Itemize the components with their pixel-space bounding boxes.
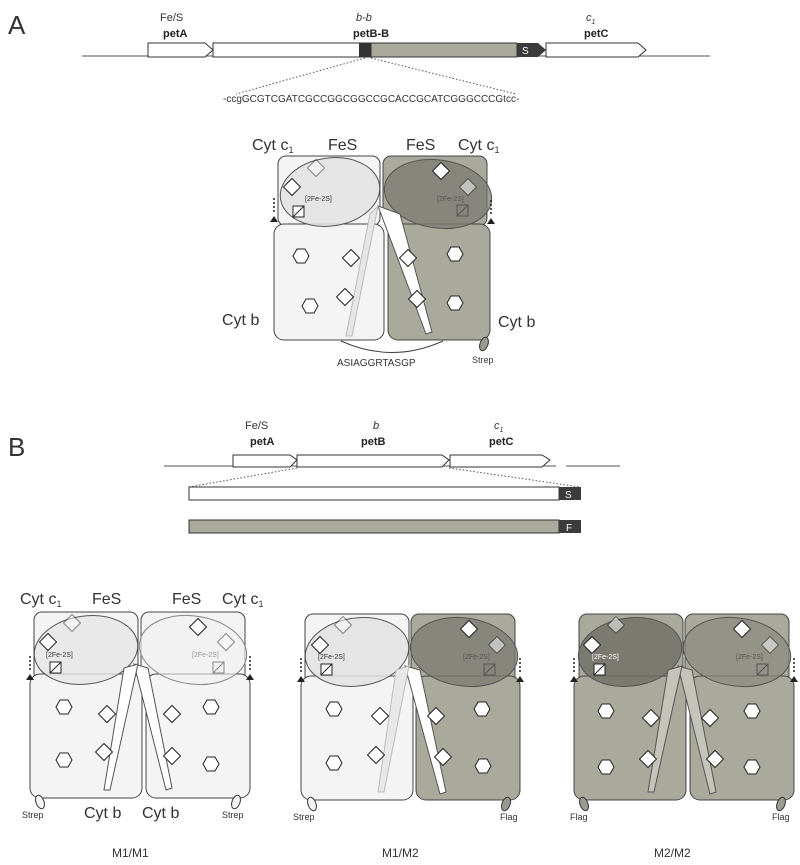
label-a-strep: Strep bbox=[472, 355, 494, 365]
label-b-fes-right: FeS bbox=[172, 591, 201, 608]
gene-petA-b bbox=[232, 454, 298, 468]
variant-label-1: M1/M1 bbox=[112, 846, 149, 860]
construct-f bbox=[188, 519, 560, 534]
svg-text:[2Fe-2S]: [2Fe-2S] bbox=[46, 652, 73, 659]
gene-petB-b bbox=[296, 454, 450, 468]
label-a-cyt-c1-left: Cyt c1 bbox=[252, 137, 293, 155]
label-b-cyt-c1-right: Cyt c1 bbox=[222, 591, 263, 609]
zoom-line-right bbox=[370, 57, 517, 95]
tag-s-a-label: S bbox=[522, 46, 529, 57]
label-b-cyt-c1-left: Cyt c1 bbox=[20, 591, 61, 609]
gene-petC-a bbox=[545, 42, 647, 58]
svg-text:[2Fe-2S]: [2Fe-2S] bbox=[318, 654, 345, 661]
gene-petA-a bbox=[147, 42, 214, 58]
gene-petB-B-part1 bbox=[212, 42, 372, 58]
label-b-cyt-b-right: Cyt b bbox=[142, 805, 179, 822]
dimer-m1-m1: [2Fe-2S] [2Fe-2S] bbox=[26, 611, 254, 810]
gene-petB-B-part2 bbox=[370, 42, 518, 58]
gene-petA-b-name: petA bbox=[250, 436, 275, 448]
svg-text:[2Fe-2S]: [2Fe-2S] bbox=[592, 654, 619, 661]
label-b-strep-1: Strep bbox=[22, 810, 44, 820]
gene-petA-a-super: Fe/S bbox=[160, 12, 183, 24]
construct-s bbox=[188, 486, 560, 501]
label-a-cyt-b-left: Cyt b bbox=[222, 312, 259, 329]
gene-petC-a-name: petC bbox=[584, 28, 609, 40]
label-b-flag-1: Flag bbox=[500, 812, 518, 822]
gene-petB-B-name: petB-B bbox=[353, 28, 389, 40]
panel-b-label: B bbox=[8, 432, 25, 462]
label-b-strep-3: Strep bbox=[293, 812, 315, 822]
construct-f-tag: F bbox=[566, 523, 572, 534]
variant-label-3: M2/M2 bbox=[654, 846, 691, 860]
panel-a-label: A bbox=[8, 10, 26, 40]
gene-petB-B-super: b-b bbox=[356, 12, 372, 24]
label-b-cyt-b-left: Cyt b bbox=[84, 805, 121, 822]
label-a-cyt-c1-right: Cyt c1 bbox=[458, 137, 499, 155]
label-a-fes-left: FeS bbox=[328, 137, 357, 154]
gene-petC-a-super: c1 bbox=[586, 12, 596, 26]
zoom-line-left bbox=[235, 57, 366, 95]
linker-sequence: -ccgGCGTCGATCGCCGGCGGCCGCACCGCATCGGGCCCG… bbox=[223, 94, 519, 105]
label-b-flag-2: Flag bbox=[570, 812, 588, 822]
svg-text:[2Fe-2S]: [2Fe-2S] bbox=[736, 654, 763, 661]
gene-petB-b-super: b bbox=[373, 420, 379, 432]
protein-diagram-a: [2Fe-2S] [2Fe-2S] bbox=[270, 155, 495, 353]
svg-text:[2Fe-2S]: [2Fe-2S] bbox=[305, 196, 332, 203]
svg-text:[2Fe-2S]: [2Fe-2S] bbox=[437, 196, 464, 203]
label-b-fes-left: FeS bbox=[92, 591, 121, 608]
gene-petA-b-super: Fe/S bbox=[245, 420, 268, 432]
gene-petB-B-junction bbox=[359, 43, 371, 57]
label-a-cyt-b-right: Cyt b bbox=[498, 314, 535, 331]
gene-petC-b-super: c1 bbox=[494, 420, 504, 434]
dimer-m2-m2: [2Fe-2S] [2Fe-2S] bbox=[570, 613, 798, 812]
tag-s-a bbox=[517, 43, 546, 57]
label-a-fes-right: FeS bbox=[406, 137, 435, 154]
gene-petC-b-name: petC bbox=[489, 436, 514, 448]
variant-label-2: M1/M2 bbox=[382, 846, 419, 860]
gene-petC-b bbox=[449, 454, 551, 468]
svg-text:[2Fe-2S]: [2Fe-2S] bbox=[192, 652, 219, 659]
construct-s-tag: S bbox=[565, 490, 572, 501]
label-b-flag-3: Flag bbox=[772, 812, 790, 822]
gene-petB-b-name: petB bbox=[361, 436, 386, 448]
label-b-strep-2: Strep bbox=[222, 810, 244, 820]
label-a-linker: ASIAGGRTASGP bbox=[337, 358, 416, 369]
dimer-m1-m2: [2Fe-2S] [2Fe-2S] bbox=[297, 613, 524, 812]
svg-text:[2Fe-2S]: [2Fe-2S] bbox=[463, 654, 490, 661]
gene-petA-a-name: petA bbox=[163, 28, 188, 40]
